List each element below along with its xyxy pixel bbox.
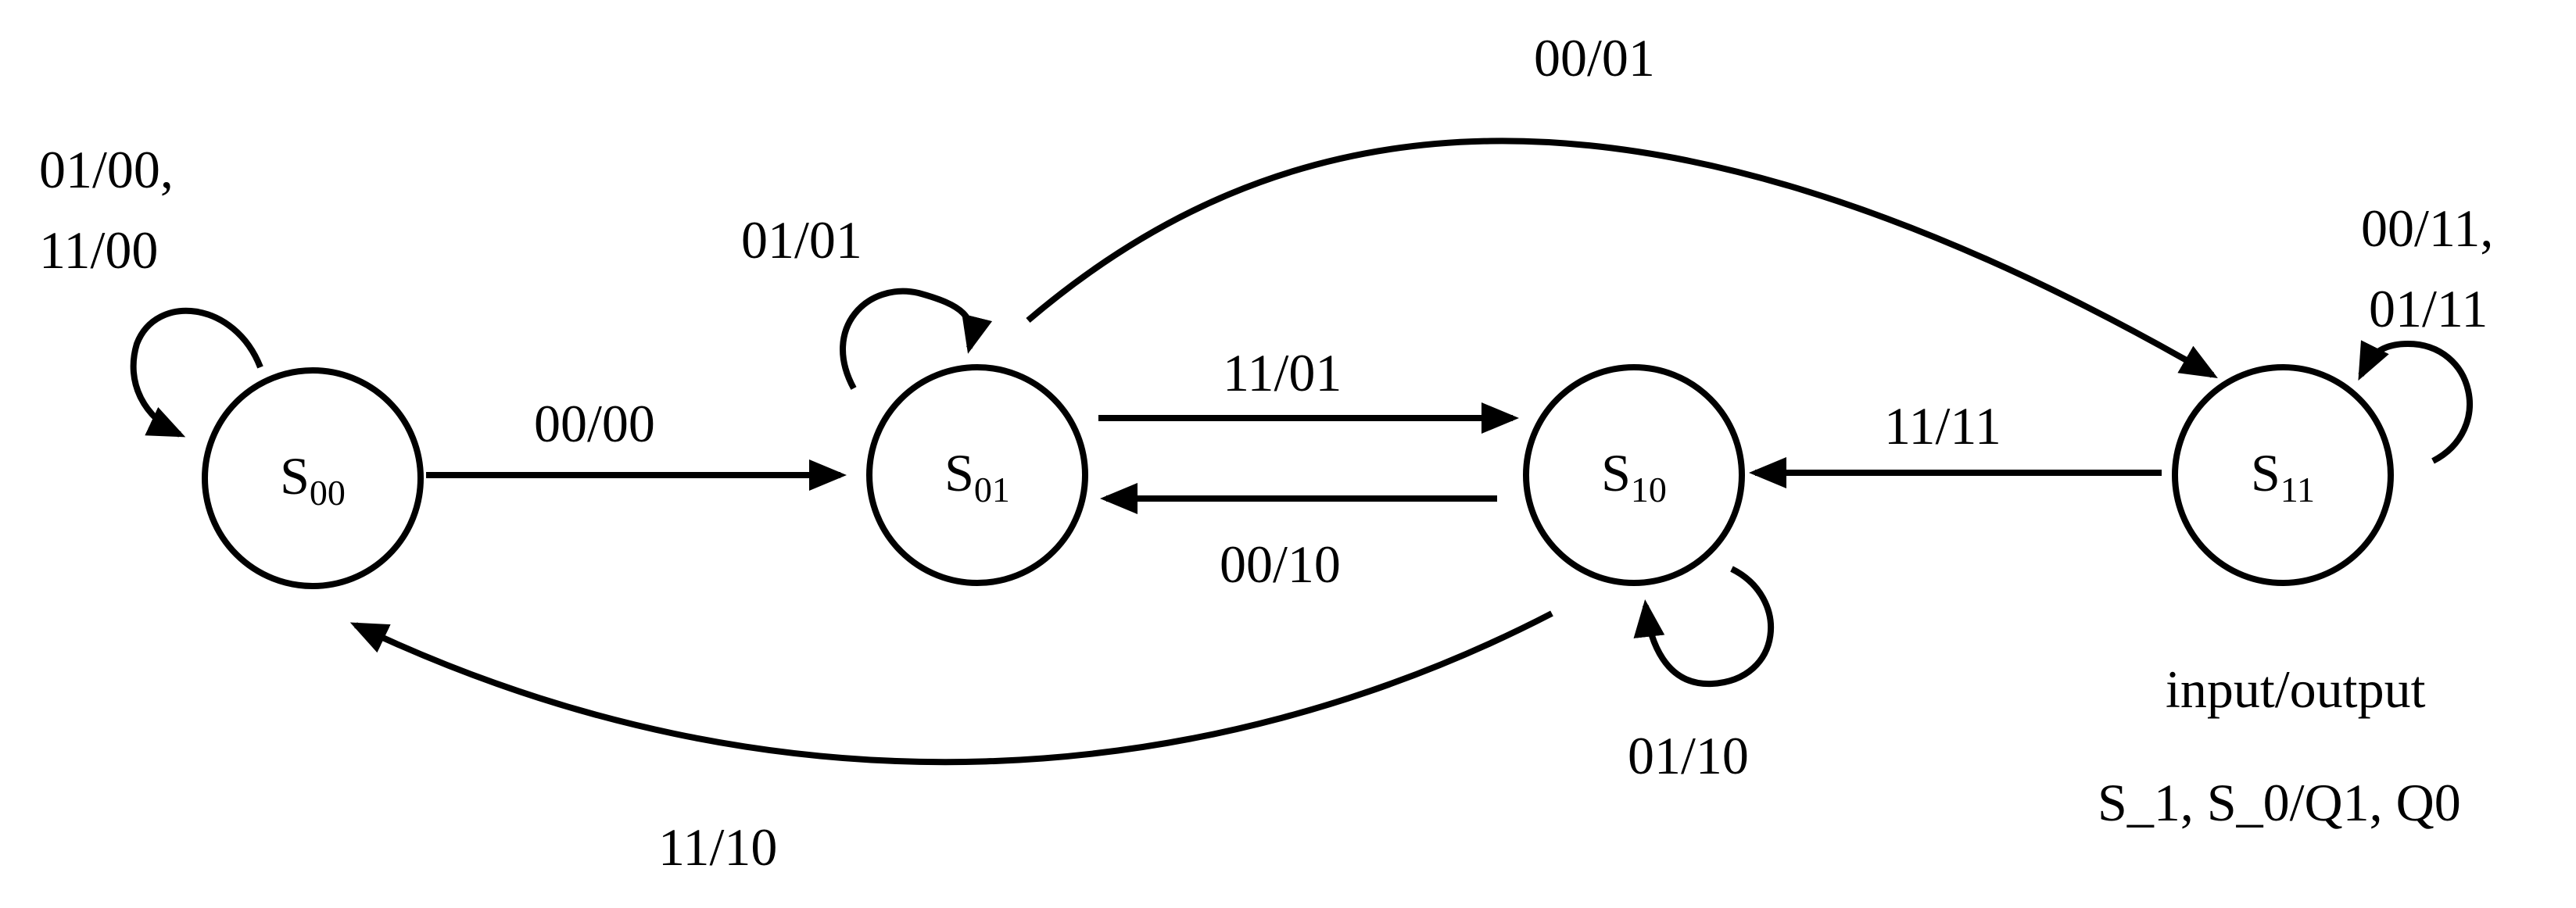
state-s11-label: S11 [2251, 443, 2315, 509]
transition-s01-self-label: 01/01 [741, 210, 862, 270]
transition-s01-self-arrow [840, 288, 993, 390]
transition-s11-s10-label: 11/11 [1884, 396, 2001, 456]
state-s10: S10 [1523, 364, 1745, 586]
transition-s01-s11-arrow [1026, 138, 2218, 379]
transition-s01-s11-label: 00/01 [1534, 28, 1655, 88]
state-s00: S00 [202, 367, 424, 589]
transition-s10-s00-arrow [349, 610, 1553, 766]
transition-s10-s01-label: 00/10 [1220, 534, 1341, 594]
state-s01-label: S01 [944, 443, 1010, 509]
transition-s01-s10-label: 11/01 [1223, 343, 1342, 402]
transition-s10-s00-label: 11/10 [658, 817, 777, 877]
state-s11-circle [2172, 364, 2394, 586]
transition-s00-self-label-line2: 11/00 [39, 220, 158, 280]
transition-s00-s01-label: 00/00 [534, 394, 655, 453]
state-s01: S01 [866, 364, 1088, 586]
transition-s11-self-label-line2: 01/11 [2369, 279, 2488, 338]
state-s10-circle [1523, 364, 1745, 586]
state-s00-circle [202, 367, 424, 589]
transition-s00-self-arrow [130, 307, 263, 438]
state-s01-circle [866, 364, 1088, 586]
transition-s00-self-label-line1: 01/00, [39, 140, 174, 199]
transition-s11-self-arrow [2358, 340, 2473, 464]
legend-line-2: S_1, S_0/Q1, Q0 [2098, 773, 2461, 832]
state-s10-label: S10 [1601, 443, 1667, 509]
transition-s10-self-label: 01/10 [1628, 726, 1749, 785]
state-s11: S11 [2172, 364, 2394, 586]
transition-s10-self-arrow [1633, 566, 1774, 688]
legend-line-1: input/output [2166, 660, 2426, 719]
state-s00-label: S00 [280, 446, 346, 513]
transition-s11-self-label-line1: 00/11, [2361, 198, 2493, 258]
